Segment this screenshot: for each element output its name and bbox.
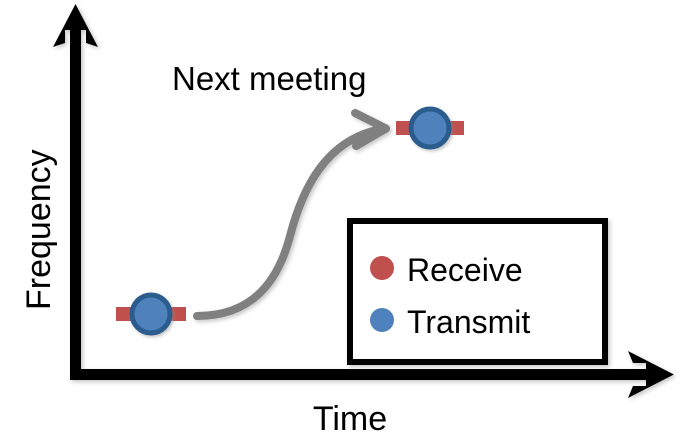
next-meeting-arrow-curve (193, 125, 385, 320)
x-axis-label: Time (313, 400, 387, 438)
next-meeting-label: Next meeting (172, 60, 366, 97)
legend-receive-dot (370, 256, 394, 280)
legend: Receive Transmit (347, 218, 608, 365)
y-axis-arrowhead (53, 4, 98, 47)
legend-transmit-dot (370, 308, 394, 332)
rendezvous-marker-first[interactable] (116, 292, 186, 336)
next-meeting-arrow (193, 109, 390, 320)
legend-item-receive[interactable]: Receive (370, 252, 523, 288)
axes-group (53, 4, 674, 398)
rendezvous-marker-next[interactable] (396, 106, 464, 150)
x-axis-line (70, 369, 646, 380)
transmit-dot-next (408, 106, 452, 150)
legend-box (347, 218, 608, 365)
next-meeting-arrowhead (351, 109, 390, 150)
legend-receive-label: Receive (407, 252, 523, 288)
y-axis-line (70, 24, 81, 380)
transmit-dot-first (129, 292, 173, 336)
y-axis-label: Frequency (20, 149, 58, 310)
legend-item-transmit[interactable]: Transmit (370, 304, 530, 340)
x-axis-arrowhead (628, 351, 674, 398)
legend-transmit-label: Transmit (407, 304, 530, 340)
